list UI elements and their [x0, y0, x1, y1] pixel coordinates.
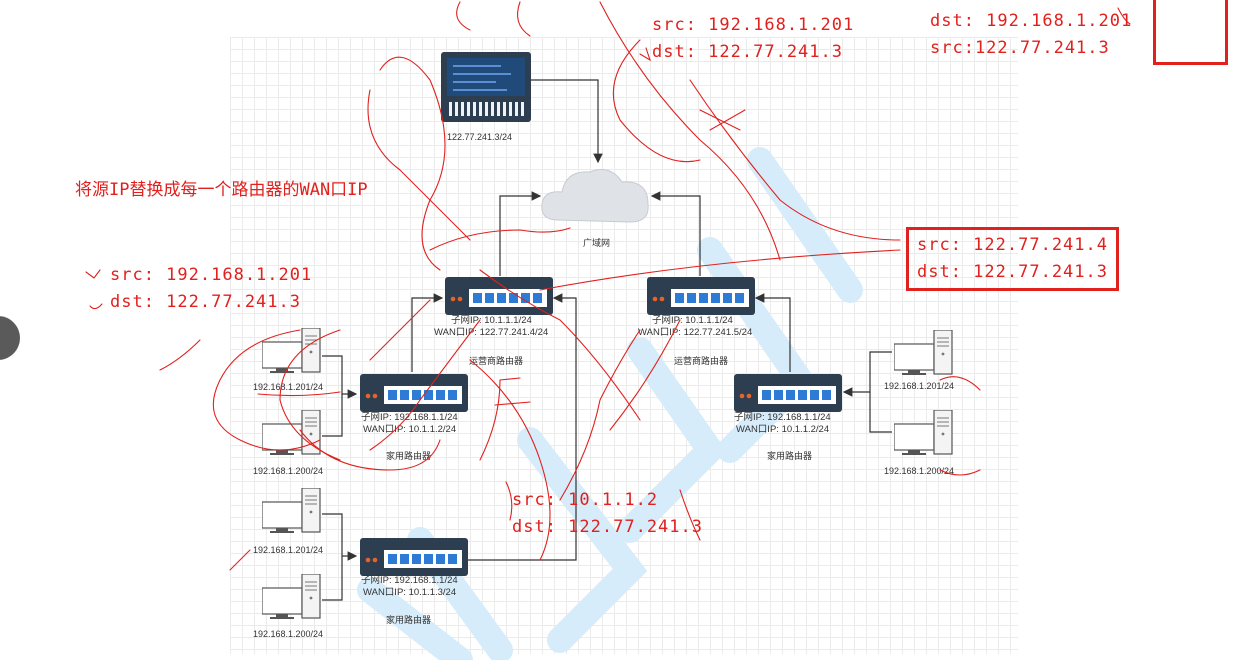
- pc-ip-label: 192.168.1.201/24: [884, 381, 955, 391]
- pc-icon: [262, 410, 321, 455]
- pc-ip-label: 192.168.1.200/24: [253, 466, 324, 476]
- home-right-subnet: 子网IP: 192.168.1.1/24: [734, 412, 831, 423]
- pc-icon: [262, 328, 321, 373]
- router-icon: [360, 374, 468, 412]
- cloud-icon: [541, 169, 649, 223]
- pc-ip-label: 192.168.1.200/24: [884, 466, 955, 476]
- annotation-dst: dst: 122.77.241.3: [512, 517, 703, 537]
- server-ip-label: 122.77.241.3/24: [447, 132, 513, 142]
- annotation-corner-box: [1153, 0, 1228, 65]
- annotation-top-right: dst: 192.168.1.201 src:122.77.241.3: [930, 8, 1132, 62]
- annotation-left: src: 192.168.1.201 dst: 122.77.241.3: [110, 262, 312, 316]
- pc-icon: [262, 488, 321, 533]
- annotation-src: src: 122.77.241.4: [917, 235, 1108, 255]
- isp-left-label: 运营商路由器: [469, 356, 524, 366]
- pc-ip-label: 192.168.1.201/24: [253, 382, 324, 392]
- router-icon: [647, 277, 755, 315]
- annotation-src: src:122.77.241.3: [930, 38, 1110, 58]
- isp-right-wan: WAN口IP: 122.77.241.5/24: [638, 327, 753, 338]
- home-bottom-subnet: 子网IP: 192.168.1.1/24: [361, 575, 458, 586]
- pc-ip-label: 192.168.1.200/24: [253, 629, 324, 639]
- pc-icon: [894, 330, 953, 375]
- annotation-dst: dst: 122.77.241.3: [917, 262, 1108, 282]
- server-icon: [441, 52, 531, 122]
- annotation-dst: dst: 192.168.1.201: [930, 11, 1133, 31]
- router-icon: [734, 374, 842, 412]
- cloud-label: 广域网: [583, 238, 611, 248]
- annotation-src: src: 192.168.1.201: [110, 265, 313, 285]
- pc-icon: [894, 410, 953, 455]
- pc-ip-label: 192.168.1.201/24: [253, 545, 324, 555]
- annotation-bottom: src: 10.1.1.2 dst: 122.77.241.3: [512, 487, 703, 541]
- home-bottom-label: 家用路由器: [386, 615, 432, 625]
- annotation-src: src: 10.1.1.2: [512, 490, 659, 510]
- annotation-src: src: 192.168.1.201: [652, 15, 855, 35]
- annotation-dst: dst: 122.77.241.3: [110, 292, 301, 312]
- side-panel-button[interactable]: [0, 316, 20, 360]
- isp-right-label: 运营商路由器: [674, 356, 729, 366]
- home-left-wan: WAN口IP: 10.1.1.2/24: [363, 424, 457, 435]
- annotation-dst: dst: 122.77.241.3: [652, 42, 843, 62]
- annotation-right-boxed: src: 122.77.241.4 dst: 122.77.241.3: [906, 227, 1119, 291]
- home-left-label: 家用路由器: [386, 451, 432, 461]
- home-left-subnet: 子网IP: 192.168.1.1/24: [361, 412, 458, 423]
- home-bottom-wan: WAN口IP: 10.1.1.3/24: [363, 587, 457, 598]
- annotation-title: 将源IP替换成每一个路由器的WAN口IP: [75, 180, 368, 200]
- home-right-label: 家用路由器: [767, 451, 813, 461]
- pc-icon: [262, 574, 321, 619]
- annotation-top-center: src: 192.168.1.201 dst: 122.77.241.3: [652, 12, 854, 66]
- isp-left-wan: WAN口IP: 122.77.241.4/24: [434, 327, 549, 338]
- isp-left-subnet: 子网IP: 10.1.1.1/24: [451, 315, 532, 326]
- isp-right-subnet: 子网IP: 10.1.1.1/24: [652, 315, 733, 326]
- router-icon: [360, 538, 468, 576]
- home-right-wan: WAN口IP: 10.1.1.2/24: [736, 424, 830, 435]
